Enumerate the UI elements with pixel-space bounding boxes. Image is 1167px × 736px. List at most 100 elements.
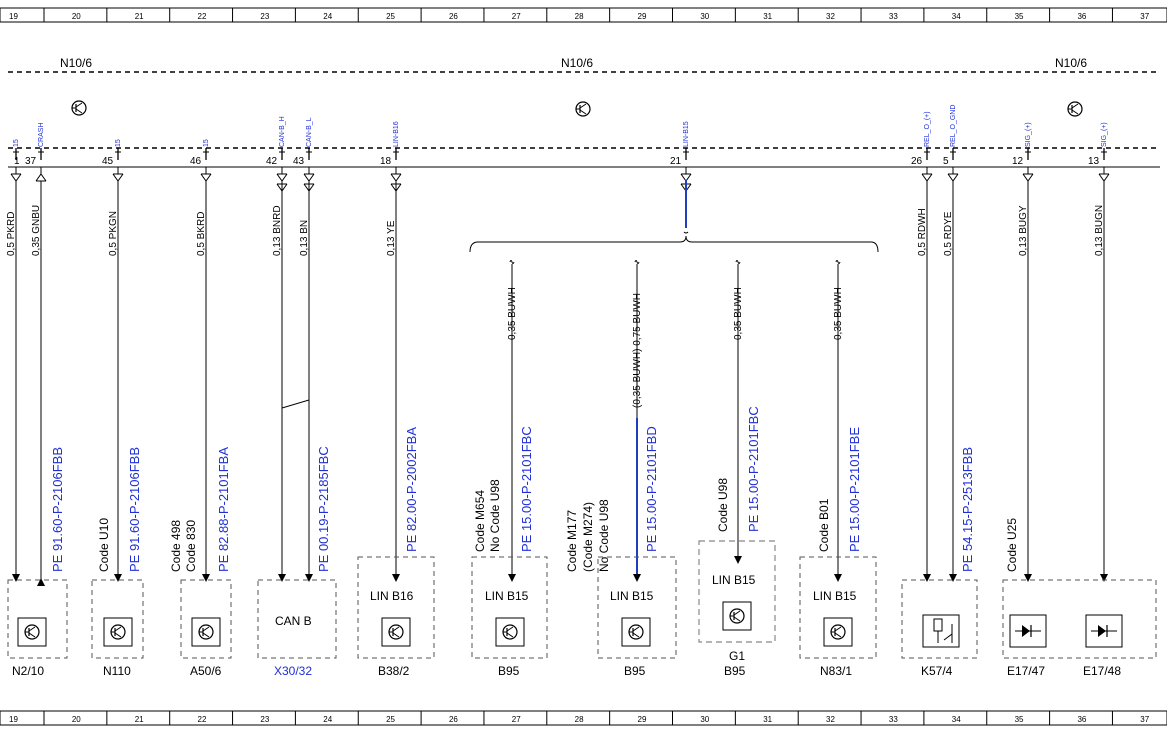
signal-label: 15 [203,139,210,147]
component-g1[interactable]: LIN B15 G1 B95 [698,540,776,678]
module-label: N10/6 [561,56,593,70]
reference-link[interactable]: PE 15.00-P-2101FBD [644,426,659,552]
branch-wire: 0,35 BUWH [733,260,744,564]
transistor-icon [192,618,220,646]
svg-text:B95: B95 [624,664,646,678]
svg-text:N110: N110 [103,664,131,678]
pin-number: 26 [911,156,923,167]
wire-spec: 0,13 BUGN [1094,205,1105,256]
component-x30-32[interactable]: CAN B X30/32 [257,579,337,678]
reference-link[interactable]: PE 82.88-P-2101FBA [216,447,231,572]
svg-text:B38/2: B38/2 [378,664,410,678]
svg-text:(0,35 BUWH) 0,75 BUWH: (0,35 BUWH) 0,75 BUWH [632,293,643,408]
reference-link[interactable]: PE 00.19-P-2185FBC [316,446,331,572]
signal-label: REL_O_GND [950,105,957,147]
svg-text:No Code U98: No Code U98 [597,499,611,572]
ruler-number: 30 [700,715,709,724]
branch-wire: 0,35 BUWH [833,260,844,582]
pin-number: 37 [25,156,37,167]
wire-spec: 0,5 RDYE [943,211,954,256]
reference-link[interactable]: PE 82.00-P-2002FBA [404,427,419,552]
transistor-icon [723,602,751,630]
component-n2-10[interactable]: N2/10 [7,579,68,678]
svg-text:N2/10: N2/10 [12,664,44,678]
wire-spec: 0,13 YE [386,220,397,256]
transistor-icon [824,618,852,646]
svg-text:E17/48: E17/48 [1083,664,1121,678]
ruler-number: 29 [638,715,647,724]
svg-text:Code 498: Code 498 [169,520,183,572]
svg-text:Code M177: Code M177 [565,510,579,572]
svg-text:E17/47: E17/47 [1007,664,1045,678]
ruler-number: 32 [826,12,835,21]
reference-links[interactable]: PE 91.60-P-2106FBB PE 91.60-P-2106FBB PE… [50,406,975,572]
svg-text:Code B01: Code B01 [817,498,831,552]
wire-spec: 0,5 BKRD [196,212,207,256]
ruler-number: 21 [135,12,144,21]
component-k57-4[interactable]: K57/4 [901,579,978,678]
svg-text:N83/1: N83/1 [820,664,852,678]
wire-spec: 0,13 BUGY [1018,205,1029,256]
pin-number: 43 [293,156,305,167]
svg-text:LIN B15: LIN B15 [485,589,529,603]
component-n83-1[interactable]: LIN B15 N83/1 [799,556,877,678]
ruler-number: 19 [9,12,18,21]
ruler-number: 34 [952,715,961,724]
reference-link[interactable]: PE 91.60-P-2106FBB [50,447,65,572]
signal-label: LIN-B16 [393,121,400,147]
component-b95-b[interactable]: LIN B15 B95 [597,556,677,678]
signal-12: SIG_(+)120,13 BUGY [1012,122,1034,582]
component-b95-a[interactable]: LIN B15 B95 [471,556,548,678]
component-b38-2[interactable]: LIN B16 B38/2 [357,556,435,678]
component-a50-6[interactable]: A50/6 [180,579,232,678]
signal-label: 15 [13,139,20,147]
reference-link[interactable]: PE 54.15-P-2513FBB [960,447,975,572]
svg-text:B95: B95 [498,664,520,678]
wire-spec: 0,5 RDWH [917,208,928,256]
reference-link[interactable]: PE 15.00-P-2101FBE [847,427,862,552]
ruler-number: 27 [512,12,521,21]
signal-label: CAN-B_L [306,117,313,147]
ruler-number: 34 [952,12,961,21]
ruler-number: 31 [763,715,772,724]
svg-text:0,35 BUWH: 0,35 BUWH [833,287,844,340]
wire-spec: 0,5 PKRD [6,212,17,256]
component-e17[interactable]: E17/47 E17/48 [1002,579,1157,678]
ruler-number: 25 [386,12,395,21]
transistor-icon [382,618,410,646]
pin-number: 42 [266,156,278,167]
branch-wire: (0,35 BUWH) 0,75 BUWH [632,260,643,582]
reference-link[interactable]: PE 15.00-P-2101FBC [746,406,761,532]
transistor-icon [622,618,650,646]
ruler-number: 31 [763,12,772,21]
svg-text:Code 830: Code 830 [184,520,198,572]
pin-number: 5 [943,156,949,167]
signal-26: REL_O_(+) 26 0,5 RDWH [911,111,933,582]
svg-text:LIN B15: LIN B15 [610,589,654,603]
ruler-number: 33 [889,715,898,724]
wire-spec: 0,35 GNBU [31,205,42,256]
svg-text:A50/6: A50/6 [190,664,222,678]
svg-text:CAN B: CAN B [275,614,312,628]
ruler-number: 20 [72,715,81,724]
svg-text:B95: B95 [724,664,746,678]
svg-text:X30/32: X30/32 [274,664,312,678]
reference-link[interactable]: PE 91.60-P-2106FBB [127,447,142,572]
component-n110[interactable]: N110 [91,579,144,678]
wire-spec: 0,13 BNRD [272,205,283,256]
pin-number: 46 [190,156,202,167]
reference-link[interactable]: PE 15.00-P-2101FBC [519,426,534,552]
ruler-number: 28 [575,12,584,21]
signal-label: REL_O_(+) [924,111,931,147]
ruler-number: 26 [449,12,458,21]
ruler-number: 37 [1140,12,1149,21]
svg-text:Code U25: Code U25 [1005,518,1019,572]
led-icon [1015,625,1041,637]
